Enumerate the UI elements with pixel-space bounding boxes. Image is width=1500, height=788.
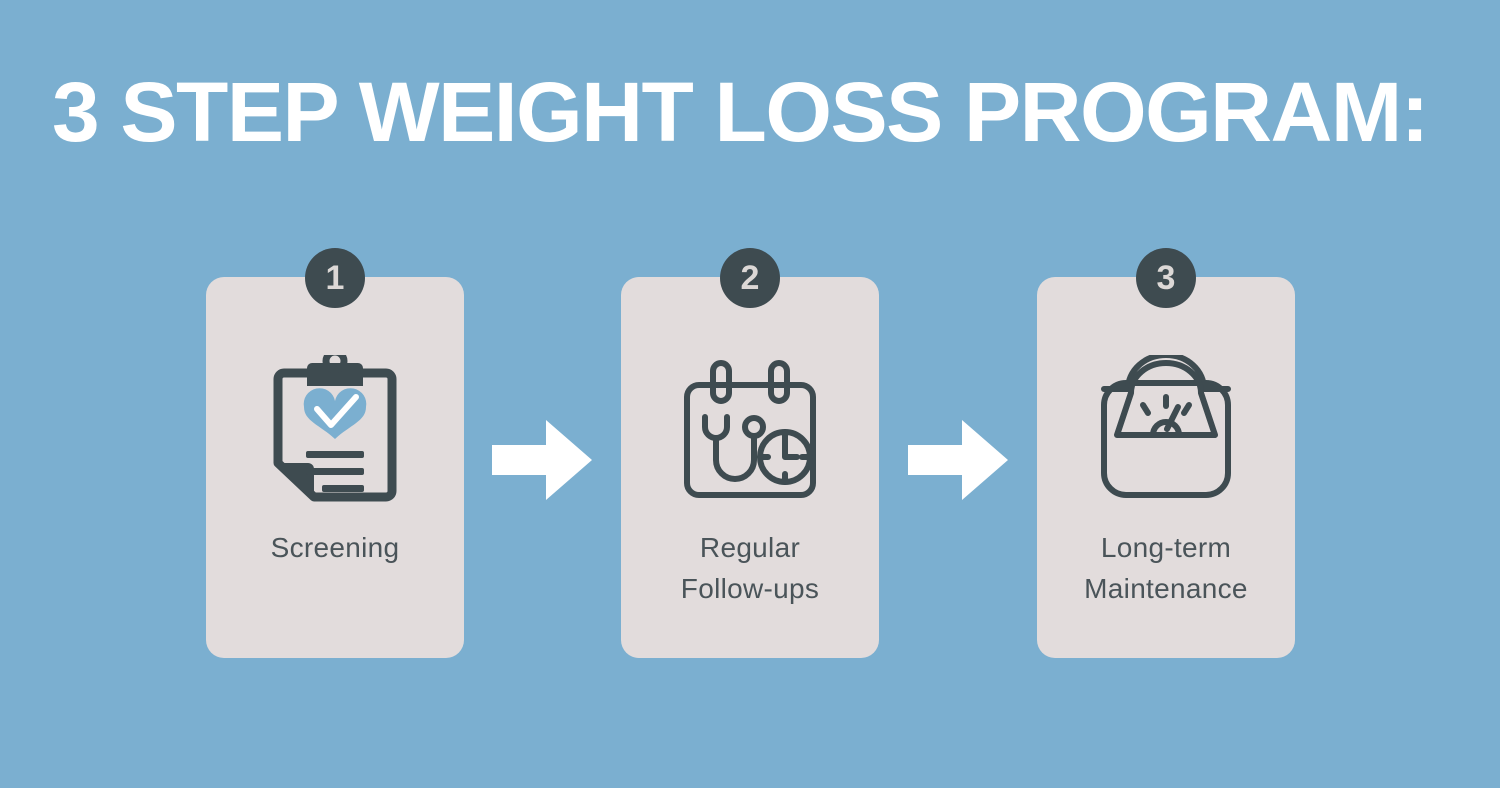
steps-row: 1: [0, 248, 1500, 668]
step-label-1: Screening: [270, 532, 400, 563]
step-number-badge-2: 2: [720, 248, 780, 308]
arrow-right-icon: [908, 420, 1008, 500]
page-title: 3 STEP WEIGHT LOSS PROGRAM:: [52, 65, 1429, 159]
step-number-badge-1: 1: [305, 248, 365, 308]
step-label-2: Regular Follow-ups: [680, 532, 820, 604]
step-card-2[interactable]: 2: [621, 248, 879, 658]
step-icon-container-1: [206, 355, 464, 505]
arrow-step2-to-step3: [908, 420, 1008, 500]
step-card-1[interactable]: 1: [206, 248, 464, 658]
step-icon-container-3: [1037, 355, 1295, 505]
step-card-3[interactable]: 3: [1037, 248, 1295, 658]
step-label-3: Long-term Maintenance: [1084, 532, 1248, 604]
step-card-background-3: [1037, 277, 1295, 658]
step-card-background-1: [206, 277, 464, 658]
arrow-right-icon: [492, 420, 592, 500]
arrow-step1-to-step2: [492, 420, 592, 500]
weighing-scale-icon: [1101, 355, 1231, 498]
step-number-badge-3: 3: [1136, 248, 1196, 308]
calendar-stethoscope-clock-icon: [684, 360, 816, 498]
clipboard-heart-check-icon: [273, 355, 397, 502]
step-icon-container-2: [621, 355, 879, 505]
